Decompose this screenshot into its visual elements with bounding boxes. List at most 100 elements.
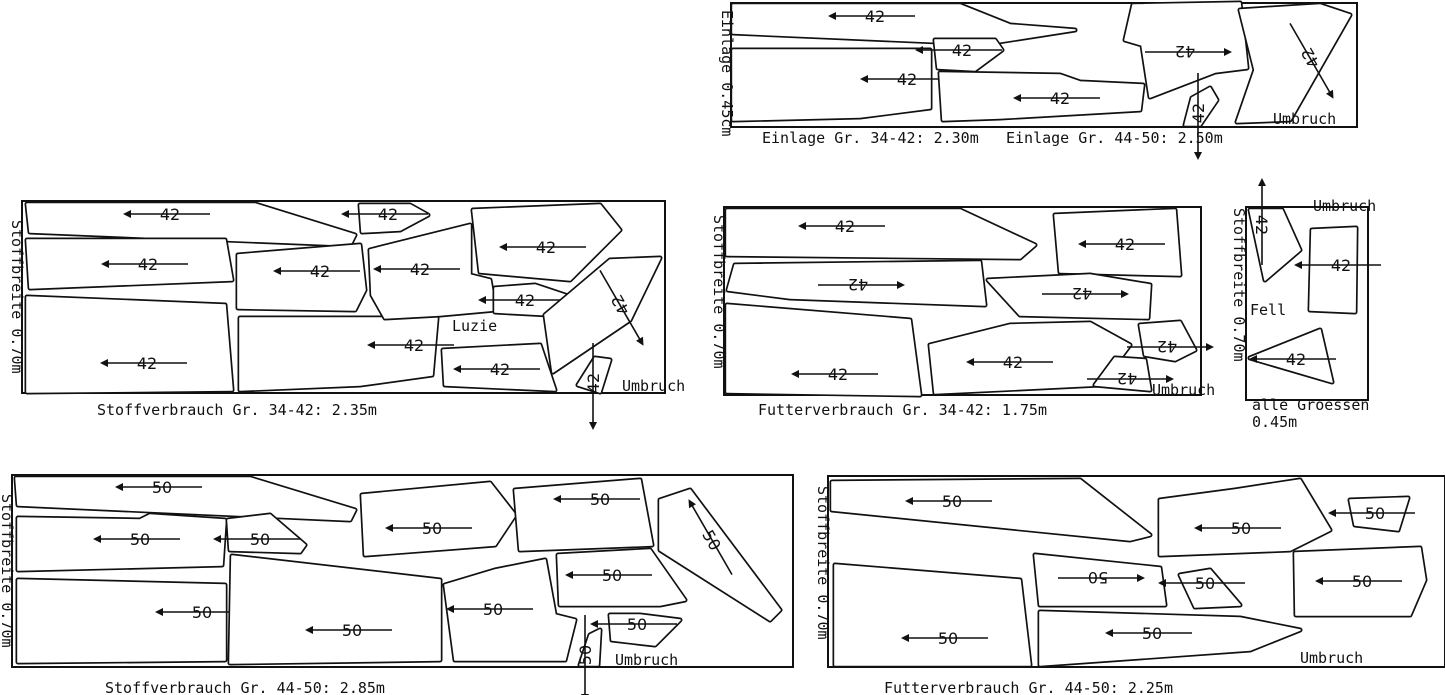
arrow-head-icon: [901, 634, 909, 642]
pattern-piece: 50: [555, 547, 688, 608]
arrow-head-icon: [499, 243, 507, 251]
piece-size-label: 50: [422, 519, 442, 538]
consumption-caption: 0.45m: [1252, 413, 1297, 431]
piece-size-label: 50: [1142, 624, 1162, 643]
grainline-arrow: 42: [367, 336, 454, 355]
piece-size-label: 42: [310, 262, 330, 281]
grainline: [688, 500, 733, 576]
piece-seam-allowance: [472, 204, 621, 281]
piece-seam-allowance: [929, 322, 1131, 394]
pattern-piece: 50: [359, 480, 518, 558]
piece-seam-allowance: [1179, 569, 1241, 608]
arrow-head-icon: [1137, 574, 1145, 582]
piece-seam-allowance: [987, 274, 1151, 319]
pattern-piece: 42: [235, 242, 368, 313]
pattern-piece: 50: [512, 477, 655, 553]
arrow-head-icon: [905, 497, 913, 505]
piece-size-label: 42: [1175, 42, 1195, 61]
pattern-piece: 42: [985, 272, 1153, 321]
grainline-arrow: 42: [1294, 256, 1381, 275]
grainline-arrow: 42: [123, 205, 210, 224]
arrow-head-icon: [1194, 152, 1202, 160]
pattern-piece: 42: [1247, 178, 1303, 283]
fabric-width-label: Stoffbreite 0.70m: [0, 494, 16, 648]
piece-size-label: 42: [835, 217, 855, 236]
arrow-head-icon: [1194, 524, 1202, 532]
grainline-arrow: 42: [1145, 42, 1232, 61]
arrow-head-icon: [101, 260, 109, 268]
arrow-head-icon: [305, 626, 313, 634]
grainline: [1289, 22, 1334, 98]
piece-size-label: 50: [192, 603, 212, 622]
arrow-head-icon: [1328, 509, 1336, 517]
pattern-piece: 50: [657, 487, 783, 623]
grainline-arrow: 42: [1189, 73, 1208, 160]
arrow-head-icon: [1105, 629, 1113, 637]
consumption-caption: Stoffverbrauch Gr. 34-42: 2.35m: [97, 401, 377, 419]
consumption-caption: Futterverbrauch Gr. 34-42: 1.75m: [758, 401, 1047, 419]
piece-seam-allowance: [1249, 329, 1333, 383]
piece-size-label: 42: [1252, 215, 1271, 235]
piece-size-label: 42: [160, 205, 180, 224]
piece-size-label: 50: [342, 621, 362, 640]
piece-seam-allowance: [834, 564, 1031, 666]
piece-size-label: 42: [490, 360, 510, 379]
piece-size-label: 42: [897, 70, 917, 89]
pattern-piece: 42: [440, 342, 558, 393]
pattern-piece: 50: [442, 557, 578, 663]
arrow-head-icon: [1315, 577, 1323, 585]
arrow-head-icon: [860, 75, 868, 83]
arrow-head-icon: [1249, 355, 1257, 363]
piece-seam-allowance: [514, 479, 653, 551]
piece-seam-allowance: [732, 4, 1076, 45]
grainline-arrow: 50: [446, 600, 533, 619]
layout-note: Umbruch: [1152, 381, 1215, 399]
pattern-piece: 50: [15, 577, 242, 665]
arrow-head-icon: [1013, 94, 1021, 102]
piece-size-label: 42: [1286, 350, 1306, 369]
piece-seam-allowance: [544, 257, 661, 373]
grainline-arrow: 42: [1252, 178, 1271, 265]
piece-size-label: 50: [250, 530, 270, 549]
pattern-piece: 50: [1158, 567, 1245, 610]
pattern-piece: 50: [15, 512, 228, 573]
arrow-head-icon: [798, 222, 806, 230]
pattern-piece: 50: [13, 475, 358, 523]
grainline-arrow: 50: [385, 519, 472, 538]
layout-note: Fell: [1250, 301, 1286, 319]
arrow-head-icon: [367, 341, 375, 349]
pattern-piece: 42: [341, 202, 431, 235]
piece-seam-allowance: [726, 209, 1036, 259]
piece-size-label: 50: [590, 490, 610, 509]
pattern-piece: 42: [1182, 73, 1220, 160]
pattern-piece: 50: [576, 615, 603, 695]
arrow-head-icon: [1166, 375, 1174, 383]
grainline-arrow: 42: [453, 360, 540, 379]
pattern-piece: 42: [470, 202, 623, 283]
piece-size-label: 50: [938, 629, 958, 648]
grainline-arrow: 50: [1105, 624, 1192, 643]
pattern-piece: 42: [1087, 355, 1174, 393]
pattern-piece: 42: [24, 237, 235, 291]
grainline-arrow: 50: [590, 615, 677, 634]
pattern-piece: 42: [1052, 207, 1183, 278]
piece-size-label: 50: [152, 478, 172, 497]
layout-note: Umbruch: [622, 377, 685, 395]
pattern-piece: 42: [730, 47, 947, 123]
pattern-piece: 50: [1037, 609, 1303, 668]
pattern-piece: 42: [725, 259, 988, 308]
piece-size-label: 50: [1231, 519, 1251, 538]
fabric-width-frame: [21, 200, 666, 394]
arrow-head-icon: [115, 483, 123, 491]
piece-seam-allowance: [557, 549, 686, 606]
arrow-head-icon: [1258, 178, 1266, 186]
piece-seam-allowance: [359, 204, 429, 233]
piece-seam-allowance: [1034, 554, 1166, 606]
layout-note: Luzie: [452, 317, 497, 335]
